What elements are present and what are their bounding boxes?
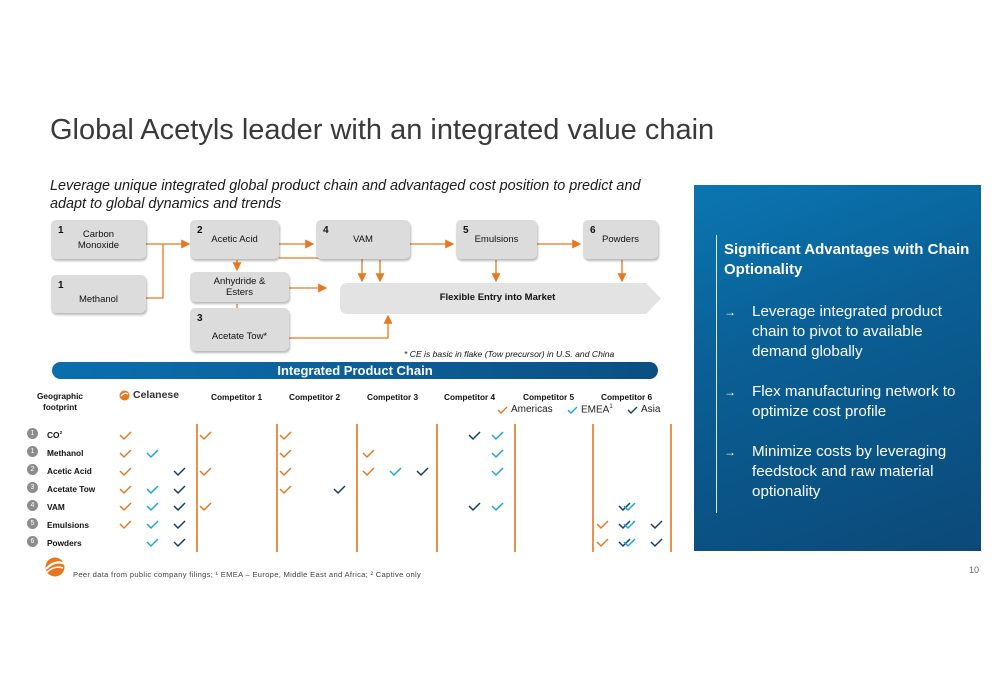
check-icon xyxy=(623,520,636,530)
row-label-vam: VAM xyxy=(47,502,65,512)
source-note: Peer data from public company filings; ¹… xyxy=(73,570,422,579)
check-icon xyxy=(389,467,402,477)
panel-heading: Significant Advantages with Chain Option… xyxy=(724,241,970,278)
row-number-badge: 6 xyxy=(27,536,38,547)
legend-check-americas-icon xyxy=(497,406,508,414)
check-icon xyxy=(362,449,375,459)
check-icon xyxy=(146,485,159,495)
legend-check-asia-icon xyxy=(627,406,638,414)
check-icon xyxy=(279,449,292,459)
box-methanol: 1 Methanol xyxy=(51,275,146,313)
check-icon xyxy=(618,502,631,512)
arrow-right-icon: → xyxy=(724,385,736,399)
check-icon xyxy=(279,467,292,477)
competitor-4-header: Competitor 4 xyxy=(444,392,496,402)
check-icon xyxy=(362,467,375,477)
advantages-panel: Significant Advantages with Chain Option… xyxy=(694,185,981,551)
check-icon xyxy=(468,431,481,441)
check-icon xyxy=(146,520,159,530)
check-icon xyxy=(173,538,186,548)
check-icon xyxy=(279,485,292,495)
competitor-3-header: Competitor 3 xyxy=(367,392,419,402)
check-icon xyxy=(199,467,212,477)
check-icon xyxy=(173,467,186,477)
check-icon xyxy=(596,520,609,530)
check-icon xyxy=(173,485,186,495)
flow-footnote: * CE is basic in flake (Tow precursor) i… xyxy=(404,349,615,359)
check-icon xyxy=(119,485,132,495)
celanese-logo-text: Celanese xyxy=(133,389,180,401)
flexible-entry-label: Flexible Entry into Market xyxy=(439,292,556,303)
check-icon xyxy=(416,467,429,477)
competitor-2-header: Competitor 2 xyxy=(289,392,341,402)
page-number: 10 xyxy=(969,565,980,575)
celanese-footer-logo-icon xyxy=(43,557,67,582)
competitor-6-header: Competitor 6 xyxy=(601,392,653,402)
check-icon xyxy=(146,538,159,548)
row-label-co: CO2 xyxy=(47,430,63,440)
check-icon xyxy=(623,538,636,548)
row-number-badge: 3 xyxy=(27,482,38,493)
box-acetate-tow: 3 Acetate Tow* xyxy=(190,308,289,351)
check-icon xyxy=(623,502,636,512)
check-icon xyxy=(468,502,481,512)
legend-americas: Americas xyxy=(497,404,553,415)
row-number-badge: 2 xyxy=(27,464,38,475)
row-number-badge: 1 xyxy=(27,446,38,457)
row-label-acetic-acid: Acetic Acid xyxy=(47,466,92,476)
check-icon xyxy=(119,431,132,441)
check-icon xyxy=(279,431,292,441)
check-icon xyxy=(199,431,212,441)
page-subtitle: Leverage unique integrated global produc… xyxy=(50,178,641,212)
check-icon xyxy=(119,449,132,459)
check-icon xyxy=(491,467,504,477)
celanese-logo: Celanese xyxy=(119,389,179,401)
row-number-badge: 5 xyxy=(27,518,38,529)
check-icon xyxy=(618,538,631,548)
row-number-badge: 1 xyxy=(27,428,38,439)
check-icon xyxy=(491,449,504,459)
competitor-1-header: Competitor 1 xyxy=(211,392,263,402)
box-anhydride-esters: Anhydride & Esters xyxy=(190,272,289,302)
check-icon xyxy=(596,538,609,548)
row-label-powders: Powders xyxy=(47,538,82,548)
check-icon xyxy=(618,520,631,530)
check-icon xyxy=(173,502,186,512)
check-icon xyxy=(491,502,504,512)
flexible-entry-arrow xyxy=(340,283,661,314)
row-label-emulsions: Emulsions xyxy=(47,520,89,530)
box-emulsions: 5 Emulsions xyxy=(456,220,537,259)
check-icon xyxy=(650,538,663,548)
legend-asia: Asia xyxy=(627,404,660,415)
check-icon xyxy=(119,502,132,512)
check-icon xyxy=(173,520,186,530)
check-icon xyxy=(491,431,504,441)
footprint-check-grid xyxy=(119,424,672,552)
check-icon xyxy=(199,502,212,512)
geo-footprint-header: Geographic footprint xyxy=(36,391,84,412)
check-icon xyxy=(119,520,132,530)
box-vam: 4 VAM xyxy=(316,220,410,259)
panel-rule xyxy=(716,235,717,513)
celanese-logo-icon xyxy=(119,390,130,400)
arrow-right-icon: → xyxy=(724,305,736,319)
integrated-product-chain-bar: Integrated Product Chain xyxy=(52,362,658,379)
competitor-5-header: Competitor 5 xyxy=(523,392,575,402)
check-icon xyxy=(650,520,663,530)
arrow-right-icon: → xyxy=(724,445,736,459)
check-icon xyxy=(146,449,159,459)
page-title: Global Acetyls leader with an integrated… xyxy=(50,114,715,146)
row-label-methanol: Methanol xyxy=(47,448,84,458)
row-number-badge: 4 xyxy=(27,500,38,511)
check-icon xyxy=(146,502,159,512)
box-carbon-monoxide: 1 Carbon Monoxide xyxy=(51,220,146,259)
check-icon xyxy=(333,485,346,495)
legend-check-emea-icon xyxy=(567,406,578,414)
box-acetic-acid: 2 Acetic Acid xyxy=(190,220,279,259)
box-powders: 6 Powders xyxy=(583,220,658,259)
legend-emea: EMEA1 xyxy=(567,404,613,415)
row-label-acetate-tow: Acetate Tow xyxy=(47,484,96,494)
check-icon xyxy=(119,467,132,477)
